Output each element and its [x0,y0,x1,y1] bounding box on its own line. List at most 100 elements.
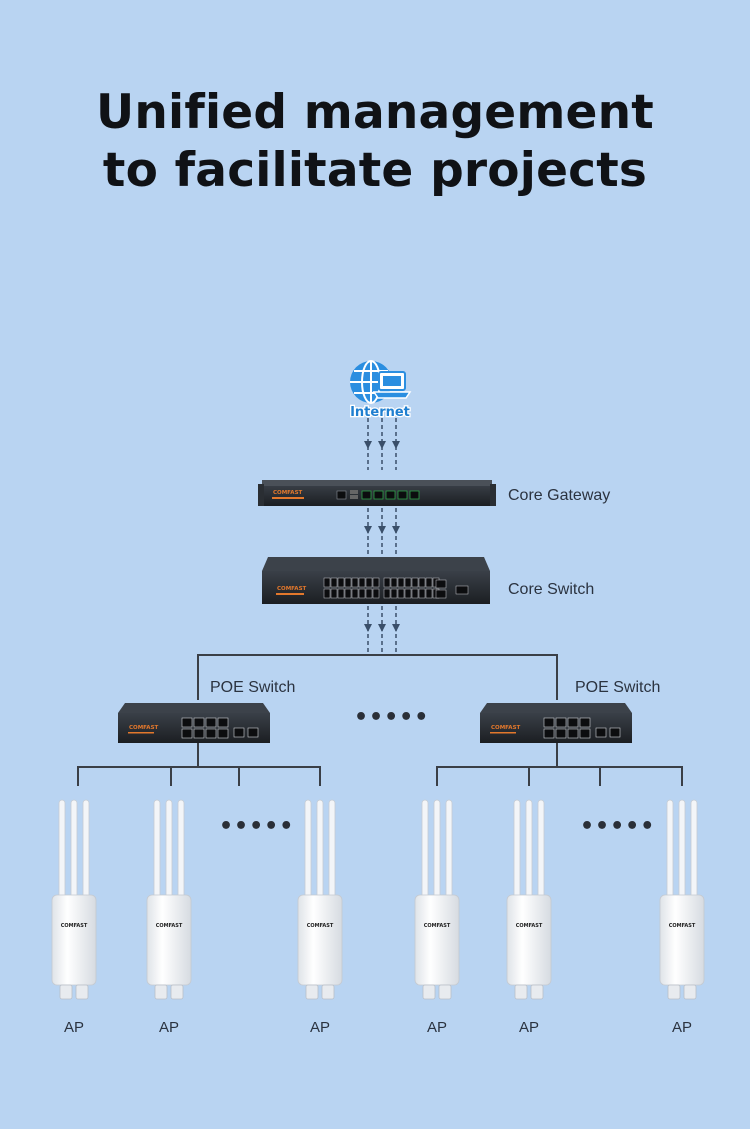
poe-port [217,717,229,728]
antenna [666,799,674,899]
switch-port [425,588,433,599]
ap-label: AP [64,1019,84,1036]
antenna [328,799,336,899]
core-switch-device: COMFAST Core Switch [262,557,594,604]
core-switch-ports [323,577,469,599]
cable-gland [75,984,89,1000]
switch-port [330,588,338,599]
switch-port [397,588,405,599]
poe-port [205,728,217,739]
poe-switch-right-ports [543,717,621,739]
antenna [165,799,173,899]
uplink-port [247,727,259,738]
switch-port [383,577,391,588]
globe-laptop-icon [350,360,412,404]
access-point: COMFAST AP [146,799,192,1036]
access-point: COMFAST AP [414,799,460,1036]
poe-port [181,717,193,728]
antenna [525,799,533,899]
switch-port [404,588,412,599]
poe-switch-right: COMFAST POE Switch [480,679,660,743]
switch-port [411,588,419,599]
switch-port [425,577,433,588]
poe-port [193,728,205,739]
cable-gland [683,984,697,1000]
switch-port [372,577,380,588]
switch-port [323,577,331,588]
antenna [421,799,429,899]
antenna [177,799,185,899]
switch-port [411,577,419,588]
ap-branch-lines-right [436,743,683,786]
uplink-port [609,727,621,738]
poe-switch-right-label: POE Switch [575,679,660,696]
switch-port [351,588,359,599]
poe-port [543,728,555,739]
ap-body [659,894,705,986]
switch-port [397,577,405,588]
core-switch-label: Core Switch [508,581,594,598]
cable-gland [170,984,184,1000]
poe-switch-left-label: POE Switch [210,679,295,696]
uplink-port [595,727,607,738]
ap-body [297,894,343,986]
switch-port [383,588,391,599]
antenna [678,799,686,899]
poe-switch-left-ports [181,717,259,739]
switch-port [344,577,352,588]
switch-port [365,577,373,588]
poe-port [205,717,217,728]
ap-brand: COMFAST [424,923,451,929]
ap-label: AP [427,1019,447,1036]
core-switch-brand: COMFAST [277,586,307,592]
ap-brand: COMFAST [61,923,88,929]
gateway-label: Core Gateway [508,487,610,504]
uplink-port [435,589,447,599]
poe-port [543,717,555,728]
cable-gland [305,984,319,1000]
poe-port [567,717,579,728]
antenna [513,799,521,899]
access-point: COMFAST AP [51,799,97,1036]
cable-gland [321,984,335,1000]
antenna [58,799,66,899]
antenna [433,799,441,899]
cable-gland [667,984,681,1000]
antenna [537,799,545,899]
antenna [82,799,90,899]
switch-port [337,588,345,599]
link-gateway-switch [364,508,400,556]
switch-ellipsis: ••••• [354,705,429,730]
switch-port [418,577,426,588]
antenna [445,799,453,899]
switch-port [337,577,345,588]
ap-label: AP [310,1019,330,1036]
poe-switch-left: COMFAST POE Switch [118,679,295,743]
cable-gland [530,984,544,1000]
ap-body [506,894,552,986]
switch-port [323,588,331,599]
switch-port [372,588,380,599]
ap-branch-lines-left [77,743,321,786]
switch-port [344,588,352,599]
ap-body [414,894,460,986]
poe-port [181,728,193,739]
switch-port [404,577,412,588]
ap-label: AP [159,1019,179,1036]
cable-gland [438,984,452,1000]
ap-brand: COMFAST [516,923,543,929]
link-internet-gateway [364,418,400,470]
ap-ellipsis-right: ••••• [580,814,655,839]
ap-brand: COMFAST [307,923,334,929]
trunk-lines [197,654,558,700]
ap-brand: COMFAST [156,923,183,929]
poe-switch-left-brand: COMFAST [129,725,159,731]
poe-port [217,728,229,739]
cable-gland [514,984,528,1000]
cable-gland [422,984,436,1000]
antenna [690,799,698,899]
ap-body [51,894,97,986]
sfp-port [455,585,469,595]
